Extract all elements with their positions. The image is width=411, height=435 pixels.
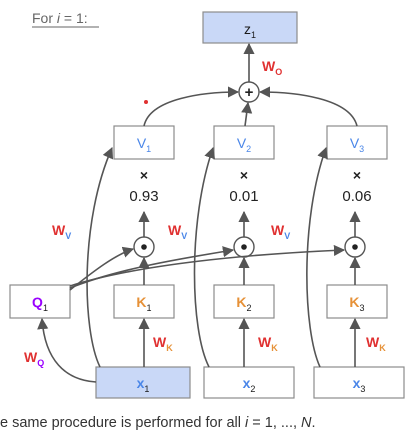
input-label-x1: x1 [137, 375, 150, 394]
input-label-x2: x2 [243, 375, 256, 394]
multiply-symbol-3: × [353, 167, 361, 183]
arrow-x1-to-q [37, 317, 97, 383]
weight-wk-label-2: WK [258, 334, 278, 353]
arrow-x2-to-v2 [193, 146, 215, 368]
key-label-k1: K1 [136, 294, 151, 313]
input-label-x3: x3 [353, 375, 366, 394]
weight-wq-label: WQ [24, 349, 44, 368]
arrow-q-to-dot2 [69, 246, 235, 289]
arrow-v3-to-sum [258, 86, 358, 127]
red-dot-mark [144, 100, 148, 104]
query-box-q1 [9, 284, 71, 319]
score-1: 0.93 [129, 188, 158, 205]
dot-symbol-3 [352, 244, 358, 250]
key-label-k2: K2 [236, 294, 251, 313]
sum-symbol: + [245, 84, 254, 101]
score-3: 0.06 [342, 188, 371, 205]
weight-wk-label-3: WK [366, 334, 386, 353]
weight-wo-label: WO [262, 58, 282, 77]
value-label-v3: V3 [350, 135, 364, 154]
arrow-x1-to-v1 [86, 146, 114, 368]
footer-caption: e same procedure is performed for all i … [0, 415, 316, 431]
dot-symbol-1 [141, 244, 147, 250]
input-box-x3 [313, 366, 405, 399]
value-label-v2: V2 [237, 135, 251, 154]
weight-wv-label-3: WV [271, 222, 290, 241]
key-label-k3: K3 [349, 294, 364, 313]
weight-wv-label-1: WV [52, 222, 71, 241]
value-label-v1: V1 [137, 135, 151, 154]
weight-wk-label-1: WK [153, 334, 173, 353]
dot-symbol-2 [241, 244, 247, 250]
header-label: For i = 1: [32, 10, 88, 26]
arrow-q-to-dot3 [69, 244, 346, 287]
value-box-v2 [213, 125, 275, 160]
arrow-x3-to-v3 [306, 146, 328, 368]
input-box-x1 [95, 366, 191, 399]
arrow-v2-to-sum [241, 101, 253, 127]
arrow-v1-to-sum [143, 86, 240, 127]
key-box-k3 [326, 284, 388, 319]
weight-wv-label-2: WV [168, 222, 187, 241]
input-box-x2 [203, 366, 295, 399]
value-box-v3 [326, 125, 388, 160]
multiply-symbol-2: × [240, 167, 248, 183]
multiply-symbol-1: × [140, 167, 148, 183]
output-label: z1 [244, 21, 256, 40]
score-2: 0.01 [229, 188, 258, 205]
query-label: Q1 [32, 294, 48, 313]
